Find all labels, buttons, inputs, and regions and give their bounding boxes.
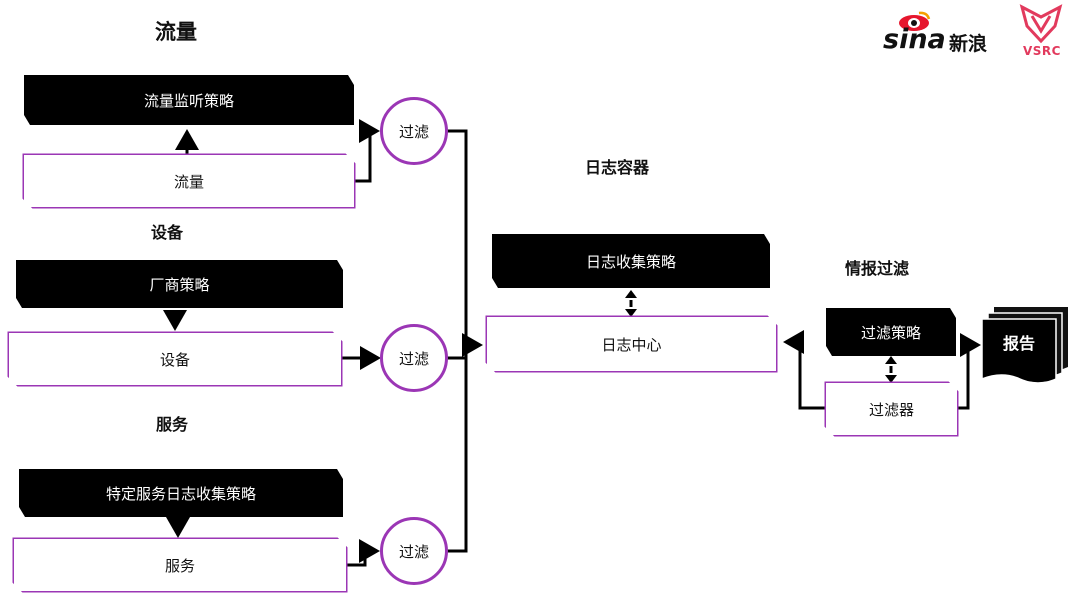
vsrc-logo-text: VSRC	[1023, 44, 1061, 58]
filter-circle-device: 过滤	[380, 324, 448, 392]
line-filterer-logcenter	[783, 330, 826, 410]
vsrc-shield-icon	[1019, 4, 1063, 44]
vsrc-logo: VSRC	[1012, 4, 1072, 60]
line-filterer-report	[958, 333, 981, 410]
sina-logo-text: sina	[883, 24, 946, 55]
report-label: 报告	[1002, 334, 1035, 353]
section-title-device: 设备	[151, 223, 184, 242]
section-title-service: 服务	[156, 415, 189, 434]
sina-eye-icon	[899, 11, 931, 31]
filterer-box: 过滤器	[826, 383, 957, 435]
filter-circle-traffic: 过滤	[380, 97, 448, 165]
line-filter1-bus	[447, 129, 468, 553]
service-box: 服务	[14, 539, 346, 591]
sina-logo-cn-text: 新浪	[949, 33, 988, 55]
line-traffic-filter1	[354, 119, 380, 183]
section-title-traffic: 流量	[155, 20, 197, 44]
section-title-intel-filter: 情报过滤	[845, 259, 910, 278]
log-center-box: 日志中心	[487, 317, 776, 371]
vendor-policy-box: 厂商策略	[16, 260, 343, 308]
filter-circle-service: 过滤	[380, 517, 448, 585]
service-policy-box: 特定服务日志收集策略	[19, 469, 343, 517]
device-box: 设备	[9, 333, 341, 385]
traffic-box: 流量	[24, 155, 354, 207]
section-title-log-container: 日志容器	[585, 158, 650, 177]
report-documents-icon	[981, 307, 1068, 384]
log-collect-policy-box: 日志收集策略	[492, 234, 770, 288]
sina-logo: sina 新浪	[883, 10, 1003, 58]
filter-policy-box: 过滤策略	[826, 308, 956, 356]
line-service-filter3	[346, 539, 380, 567]
traffic-listen-policy-box: 流量监听策略	[24, 75, 354, 125]
